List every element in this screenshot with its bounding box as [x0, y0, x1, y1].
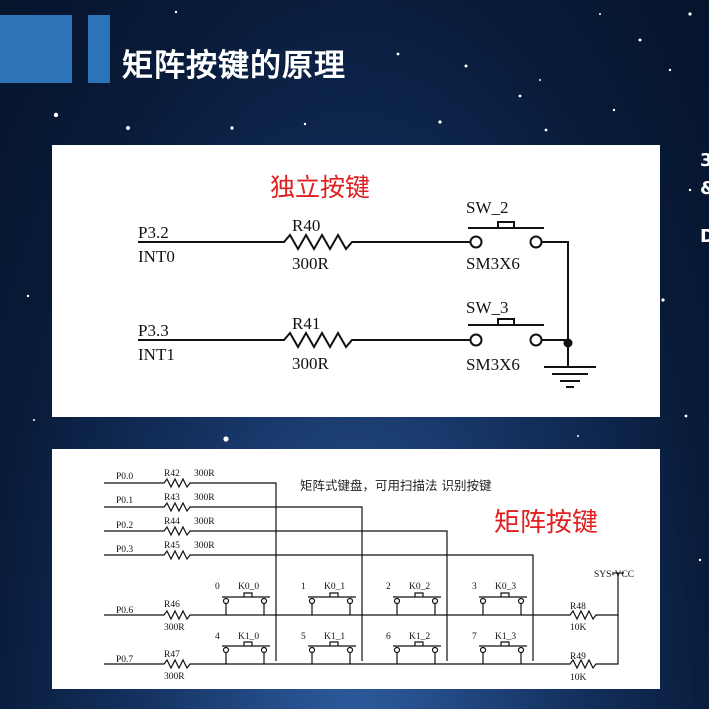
pin-label-p00: P0.0: [116, 472, 133, 482]
resistor-value-r46: 300R: [164, 623, 185, 633]
switch-sw2-contact-left: [469, 235, 483, 249]
key-switch-k03: [479, 592, 527, 615]
key-switch-k02: [393, 592, 441, 615]
switch-sw3-contact-right: [529, 333, 543, 347]
wire-sw2-to-ground: [542, 241, 569, 343]
switch-part-sw3: SM3X6: [466, 355, 520, 374]
pin-label-p01: P0.1: [116, 496, 133, 506]
column-wire-p02: [104, 525, 448, 661]
key-switch-k11: [308, 641, 356, 664]
switch-label-sw3: SW_3: [466, 298, 509, 317]
resistor-label-r46: R46: [164, 600, 180, 610]
cut-off-text-2: &: [700, 178, 709, 199]
pin-label-p03: P0.3: [116, 545, 133, 555]
pullup-label-r48: R48: [570, 602, 586, 612]
switch-label-sw2: SW_2: [466, 198, 509, 217]
accent-block-large: [0, 15, 72, 83]
key-switch-k12: [393, 641, 441, 664]
resistor-label-r43: R43: [164, 493, 180, 503]
key-number-4: 4: [215, 632, 220, 642]
switch-part-sw2: SM3X6: [466, 254, 520, 273]
key-number-2: 2: [386, 582, 391, 592]
wire-r41: [138, 330, 470, 350]
pin-alt-int0: INT0: [138, 247, 175, 266]
junction-dot: [563, 338, 573, 348]
pin-label-p32: P3.2: [138, 223, 169, 242]
resistor-label-r45: R45: [164, 541, 180, 551]
key-label-k03: K0_3: [495, 582, 516, 592]
matrix-keys-schematic: 矩阵式键盘，可用扫描法 识别按键 矩阵按键 P0.0 R42 300R P0.1…: [52, 449, 660, 689]
column-wire-p00: [104, 477, 277, 661]
key-switch-k10: [222, 641, 270, 664]
key-switch-k00: [222, 592, 270, 615]
key-number-6: 6: [386, 632, 391, 642]
key-label-k00: K0_0: [238, 582, 259, 592]
key-number-5: 5: [301, 632, 306, 642]
key-label-k12: K1_2: [409, 632, 430, 642]
ground-symbol: [544, 366, 596, 388]
column-wire-p03: [104, 549, 534, 661]
key-label-k13: K1_3: [495, 632, 516, 642]
switch-sw2-actuator: [468, 221, 544, 229]
key-number-0: 0: [215, 582, 220, 592]
resistor-label-r40: R40: [292, 216, 320, 235]
pin-alt-int1: INT1: [138, 345, 175, 364]
resistor-value-r43: 300R: [194, 493, 215, 503]
switch-sw3-actuator: [468, 318, 544, 326]
key-label-k10: K1_0: [238, 632, 259, 642]
pin-label-p33: P3.3: [138, 321, 169, 340]
switch-sw2-contact-right: [529, 235, 543, 249]
key-number-7: 7: [472, 632, 477, 642]
pullup-value-r48: 10K: [570, 623, 587, 633]
resistor-label-r44: R44: [164, 517, 180, 527]
resistor-label-r42: R42: [164, 469, 180, 479]
switch-sw3-contact-left: [469, 333, 483, 347]
column-wire-p01: [104, 501, 363, 661]
row-wire-p06: [104, 573, 619, 621]
accent-block-small: [88, 15, 110, 83]
key-switch-k13: [479, 641, 527, 664]
resistor-value-r41: 300R: [292, 354, 330, 373]
pin-label-p02: P0.2: [116, 521, 133, 531]
key-label-k01: K0_1: [324, 582, 345, 592]
matrix-note: 矩阵式键盘，可用扫描法 识别按键: [300, 478, 492, 493]
resistor-label-r47: R47: [164, 650, 180, 660]
key-number-1: 1: [301, 582, 306, 592]
resistor-value-r44: 300R: [194, 517, 215, 527]
key-label-k11: K1_1: [324, 632, 345, 642]
resistor-value-r42: 300R: [194, 469, 215, 479]
row-wire-p07: [104, 615, 619, 670]
resistor-value-r40: 300R: [292, 254, 330, 273]
independent-keys-heading: 独立按键: [270, 173, 370, 202]
pullup-value-r49: 10K: [570, 673, 587, 683]
cut-off-text-1: 3: [700, 150, 709, 171]
matrix-keys-heading: 矩阵按键: [494, 508, 598, 538]
cut-off-text-3: D: [700, 226, 709, 247]
key-label-k02: K0_2: [409, 582, 430, 592]
independent-keys-schematic: 独立按键 P3.2 INT0 R40 300R SW_2 SM3X6 P3.3 …: [52, 145, 660, 417]
wire-r40: [138, 232, 470, 252]
vcc-label: SYS-VCC: [594, 570, 634, 580]
pullup-label-r49: R49: [570, 652, 586, 662]
key-switch-k01: [308, 592, 356, 615]
matrix-keys-svg: 矩阵式键盘，可用扫描法 识别按键 矩阵按键 P0.0 R42 300R P0.1…: [104, 469, 634, 683]
resistor-value-r47: 300R: [164, 672, 185, 682]
independent-keys-svg: 独立按键 P3.2 INT0 R40 300R SW_2 SM3X6 P3.3 …: [138, 173, 596, 388]
resistor-label-r41: R41: [292, 314, 320, 333]
pin-label-p07: P0.7: [116, 655, 133, 665]
pin-label-p06: P0.6: [116, 606, 133, 616]
page-title: 矩阵按键的原理: [122, 48, 346, 84]
key-number-3: 3: [472, 582, 477, 592]
resistor-value-r45: 300R: [194, 541, 215, 551]
